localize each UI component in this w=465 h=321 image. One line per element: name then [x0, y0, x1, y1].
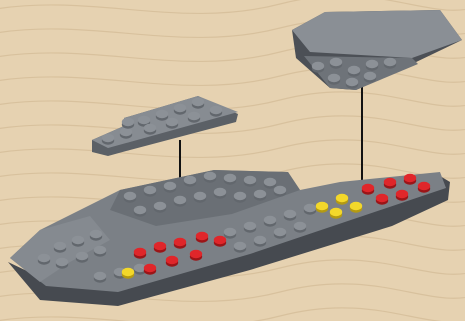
red-stud — [362, 184, 374, 195]
grey-stud — [384, 58, 396, 69]
grey-stud — [94, 272, 106, 283]
red-stud — [404, 174, 416, 185]
grey-stud — [184, 176, 196, 187]
grey-stud — [94, 246, 106, 257]
grey-stud — [274, 186, 286, 197]
yellow-stud — [330, 208, 342, 219]
red-stud — [384, 178, 396, 189]
grey-stud — [284, 210, 296, 221]
red-stud — [134, 248, 146, 259]
grey-stud — [166, 118, 178, 129]
grey-stud — [328, 74, 340, 85]
grey-stud — [366, 60, 378, 71]
grey-stud — [154, 202, 166, 213]
grey-stud — [224, 174, 236, 185]
yellow-stud — [316, 202, 328, 213]
grey-stud — [364, 72, 376, 83]
yellow-stud — [336, 194, 348, 205]
red-stud — [144, 264, 156, 275]
grey-stud — [174, 104, 186, 115]
red-stud — [174, 238, 186, 249]
grey-stud — [188, 112, 200, 123]
grey-stud — [294, 222, 306, 233]
grey-stud — [164, 182, 176, 193]
grey-stud — [348, 66, 360, 77]
grey-stud — [120, 128, 132, 139]
grey-stud — [244, 176, 256, 187]
grey-stud — [38, 254, 50, 265]
grey-stud — [264, 178, 276, 189]
grey-stud — [244, 222, 256, 233]
grey-stud — [124, 192, 136, 203]
grey-stud — [210, 106, 222, 117]
red-stud — [190, 250, 202, 261]
red-stud — [418, 182, 430, 193]
grey-stud — [72, 236, 84, 247]
grey-stud — [214, 188, 226, 199]
grey-stud — [304, 204, 316, 215]
grey-stud — [194, 192, 206, 203]
grey-stud — [174, 196, 186, 207]
grey-stud — [254, 236, 266, 247]
grey-stud — [346, 78, 358, 89]
grey-stud — [264, 216, 276, 227]
grey-stud — [156, 110, 168, 121]
grey-stud — [234, 192, 246, 203]
grey-stud — [274, 228, 286, 239]
grey-stud — [192, 98, 204, 109]
grey-stud — [134, 206, 146, 217]
grey-stud — [102, 134, 114, 145]
grey-stud — [122, 118, 134, 129]
grey-stud — [312, 62, 324, 73]
grey-stud — [144, 186, 156, 197]
grey-stud — [234, 242, 246, 253]
red-stud — [196, 232, 208, 243]
red-stud — [396, 190, 408, 201]
red-stud — [376, 194, 388, 205]
grey-stud — [204, 172, 216, 183]
grey-stud — [330, 58, 342, 69]
yellow-stud — [122, 268, 134, 279]
grey-stud — [224, 228, 236, 239]
grey-stud — [254, 190, 266, 201]
grey-stud — [76, 252, 88, 263]
red-stud — [166, 256, 178, 267]
red-stud — [154, 242, 166, 253]
grey-stud — [54, 242, 66, 253]
grey-stud — [144, 124, 156, 135]
red-stud — [214, 236, 226, 247]
grey-stud — [90, 230, 102, 241]
grey-stud — [56, 258, 68, 269]
yellow-stud — [350, 202, 362, 213]
